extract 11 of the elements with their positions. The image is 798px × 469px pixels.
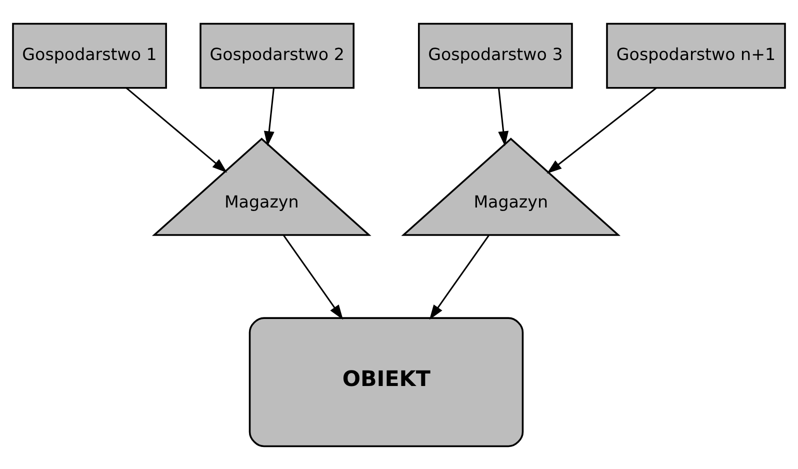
arrow xyxy=(546,86,657,174)
arrow xyxy=(264,87,275,146)
node-box: Gospodarstwo 2 xyxy=(200,22,354,88)
arrow xyxy=(498,87,509,146)
node-box: Gospodarstwo n+1 xyxy=(606,22,786,88)
arrow xyxy=(429,234,490,320)
node-box: Gospodarstwo 3 xyxy=(418,22,573,88)
arrow xyxy=(282,234,344,320)
arrow xyxy=(126,86,228,172)
node-box: Gospodarstwo 1 xyxy=(12,22,167,88)
node-box: OBIEKT xyxy=(248,316,524,447)
